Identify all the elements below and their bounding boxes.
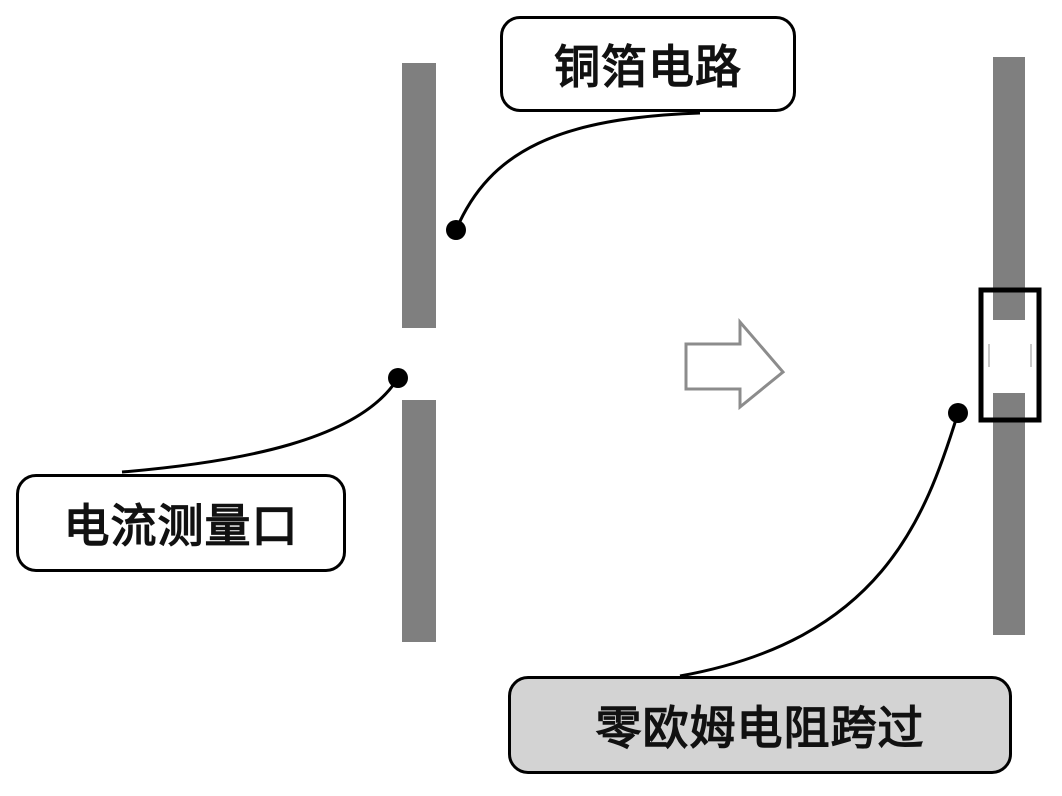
- right-arrow-icon: [684, 317, 786, 411]
- copper-trace-lower-left: [402, 400, 436, 642]
- callout-copper-foil-circuit: 铜箔电路: [500, 16, 796, 112]
- zero-ohm-resistor-icon: [978, 287, 1042, 423]
- leader-dot-copper-foil: [446, 220, 466, 240]
- callout-current-measurement-port: 电流测量口: [16, 474, 346, 572]
- copper-trace-lower-right: [993, 393, 1025, 635]
- copper-trace-upper-left: [402, 63, 436, 328]
- leader-line-current-port: [121, 377, 400, 474]
- copper-trace-upper-right: [993, 57, 1025, 320]
- leader-dot-current-port: [388, 368, 408, 388]
- leader-line-copper-foil: [454, 111, 701, 231]
- callout-zero-ohm-resistor-bridge: 零欧姆电阻跨过: [508, 676, 1012, 774]
- leader-dot-resistor: [948, 403, 968, 423]
- leader-line-resistor: [679, 412, 960, 678]
